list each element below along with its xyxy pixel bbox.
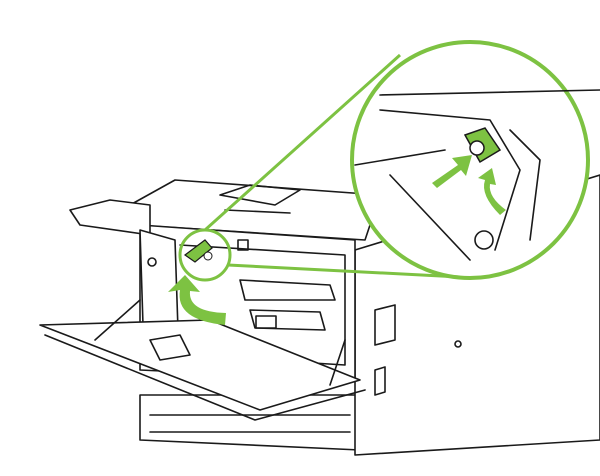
push-arrow-icon: [432, 155, 472, 188]
zoom-callout: [168, 40, 600, 325]
rotate-arrow-icon: [478, 168, 506, 215]
rotate-door-arrow-icon: [168, 275, 226, 325]
